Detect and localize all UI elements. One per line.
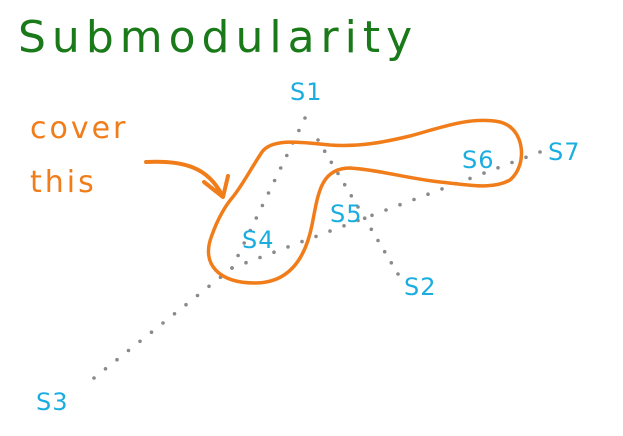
dot bbox=[356, 205, 360, 209]
dot bbox=[426, 192, 430, 196]
dot bbox=[496, 166, 500, 170]
dotted-line-s3 bbox=[92, 266, 234, 380]
dot bbox=[342, 182, 347, 187]
dot bbox=[149, 330, 154, 335]
annotation-this: this bbox=[30, 165, 97, 200]
dot bbox=[236, 253, 240, 258]
dot bbox=[161, 321, 165, 325]
dot bbox=[322, 149, 327, 153]
dot bbox=[266, 191, 271, 195]
node-label-s1: S1 bbox=[290, 78, 323, 106]
dot bbox=[92, 376, 96, 380]
dot bbox=[538, 150, 542, 154]
node-label-s3: S3 bbox=[36, 388, 69, 416]
dot bbox=[300, 239, 304, 244]
dotted-lines bbox=[92, 116, 542, 380]
dot bbox=[184, 302, 188, 307]
dot bbox=[412, 197, 416, 202]
cover-region-outline bbox=[206, 118, 524, 285]
dot bbox=[376, 238, 380, 243]
node-label-s7: S7 bbox=[548, 138, 581, 166]
dot bbox=[382, 249, 387, 254]
dot bbox=[396, 272, 400, 276]
dotted-line-s7 bbox=[230, 150, 542, 270]
annotation-cover: cover bbox=[30, 111, 128, 146]
diagram-title: Submodularity bbox=[18, 12, 418, 63]
dot bbox=[336, 171, 340, 176]
dot bbox=[468, 176, 472, 181]
dot bbox=[260, 203, 265, 208]
dot bbox=[349, 194, 354, 198]
node-label-s6: S6 bbox=[462, 146, 495, 174]
dot bbox=[440, 187, 444, 191]
dot bbox=[362, 216, 367, 220]
dot bbox=[398, 202, 402, 207]
annotation-arrow bbox=[144, 159, 230, 199]
dot bbox=[329, 160, 334, 165]
dot bbox=[316, 138, 320, 142]
dot bbox=[172, 312, 177, 316]
dot bbox=[207, 284, 211, 289]
dot bbox=[482, 171, 486, 175]
dot bbox=[242, 241, 246, 245]
dot bbox=[258, 255, 262, 260]
dot bbox=[278, 166, 283, 170]
dot bbox=[303, 116, 307, 120]
dot bbox=[244, 260, 248, 265]
dot bbox=[314, 234, 318, 239]
dot bbox=[524, 155, 528, 160]
dot bbox=[356, 218, 360, 223]
dot bbox=[389, 261, 394, 265]
dot bbox=[230, 266, 234, 270]
dot bbox=[369, 227, 374, 232]
dot bbox=[510, 160, 514, 165]
dot bbox=[384, 208, 388, 212]
dot bbox=[248, 228, 253, 233]
dot bbox=[103, 367, 108, 371]
dot bbox=[138, 339, 142, 344]
dot bbox=[286, 245, 290, 249]
dot bbox=[126, 348, 131, 353]
dot bbox=[195, 293, 200, 298]
dot bbox=[272, 178, 277, 183]
dot bbox=[342, 224, 346, 228]
dot bbox=[115, 357, 119, 362]
node-label-s5: S5 bbox=[330, 200, 363, 228]
node-label-s4: S4 bbox=[242, 226, 275, 254]
dot bbox=[328, 229, 332, 233]
dot bbox=[285, 153, 289, 158]
node-label-s2: S2 bbox=[404, 273, 437, 301]
dotted-line-s1 bbox=[230, 116, 307, 270]
dot bbox=[272, 250, 276, 254]
dot bbox=[297, 128, 301, 133]
dot bbox=[254, 216, 259, 220]
dot bbox=[370, 213, 374, 218]
dotted-line-s2 bbox=[316, 138, 400, 276]
